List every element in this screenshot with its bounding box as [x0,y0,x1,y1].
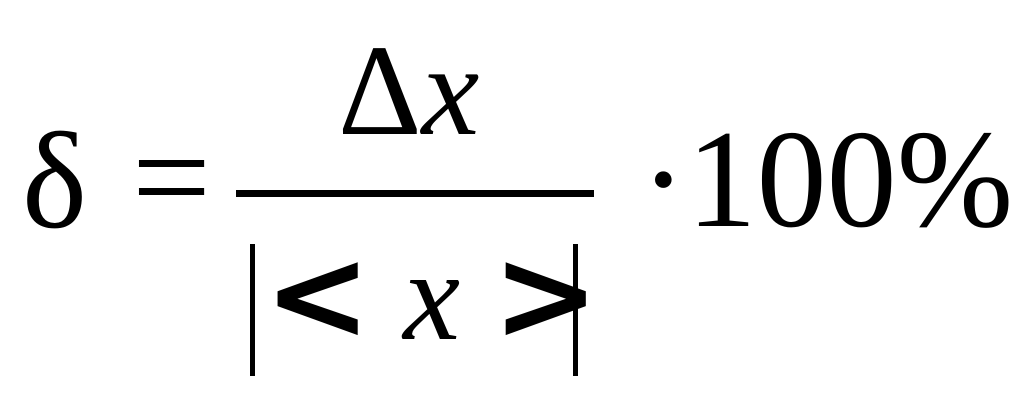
percent-multiplier: ·100% [640,102,1014,257]
right-angle-bracket: > [492,221,600,370]
left-angle-bracket: < [264,221,372,370]
denominator-variable: x [403,225,461,367]
fraction-bar [236,190,594,197]
equals-sign: = [132,100,211,255]
delta-symbol: δ [22,104,88,257]
absolute-value-right-bar [573,244,578,376]
absolute-value-left-bar [250,244,255,376]
numerator-variable: x [421,19,480,163]
fraction-numerator: Δx [338,26,479,156]
capital-delta-symbol: Δ [338,19,422,163]
fraction-denominator: < x > [264,232,599,361]
